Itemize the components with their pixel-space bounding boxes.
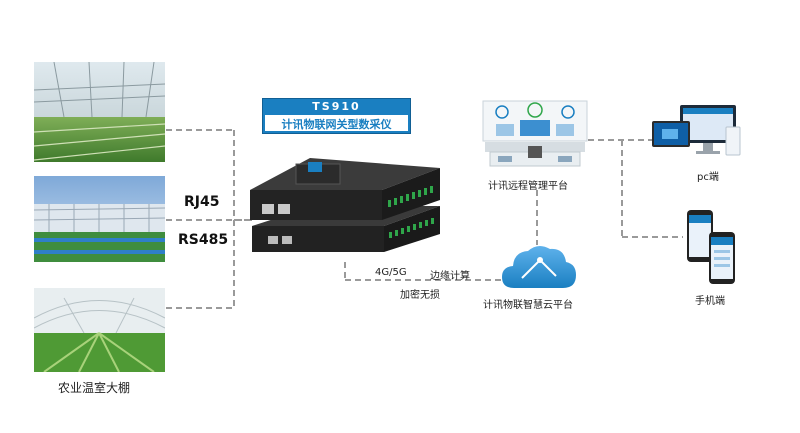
greenhouse-caption: 农业温室大棚 bbox=[58, 381, 131, 395]
cloud-platform-label: 计讯物联智慧云平台 bbox=[483, 300, 573, 311]
device-name-strip: 计讯物联网关型数采仪 bbox=[265, 115, 408, 131]
cloud-icon bbox=[502, 245, 576, 288]
pc-devices-illustration bbox=[652, 105, 741, 156]
remote-platform-illustration bbox=[482, 100, 588, 167]
pc-label: pc端 bbox=[697, 172, 719, 183]
remote-platform-label: 计讯远程管理平台 bbox=[488, 181, 568, 192]
mobile-devices-illustration bbox=[687, 210, 735, 284]
network-label: 4G/5G bbox=[375, 267, 407, 278]
device-model: TS910 bbox=[312, 100, 361, 113]
greenhouse-photo-2 bbox=[34, 176, 165, 262]
edge-computing-label: 边缘计算 bbox=[430, 271, 470, 282]
encrypt-label: 加密无损 bbox=[400, 290, 440, 301]
mobile-label: 手机端 bbox=[695, 296, 725, 307]
ts910-device-illustration bbox=[250, 158, 440, 252]
rs485-label: RS485 bbox=[178, 232, 229, 248]
greenhouse-photo-1 bbox=[34, 62, 165, 162]
rj45-label: RJ45 bbox=[184, 194, 220, 210]
device-name: 计讯物联网关型数采仪 bbox=[281, 118, 392, 131]
device-title-box: TS910 计讯物联网关型数采仪 bbox=[262, 98, 411, 134]
greenhouse-photo-3 bbox=[34, 288, 165, 372]
